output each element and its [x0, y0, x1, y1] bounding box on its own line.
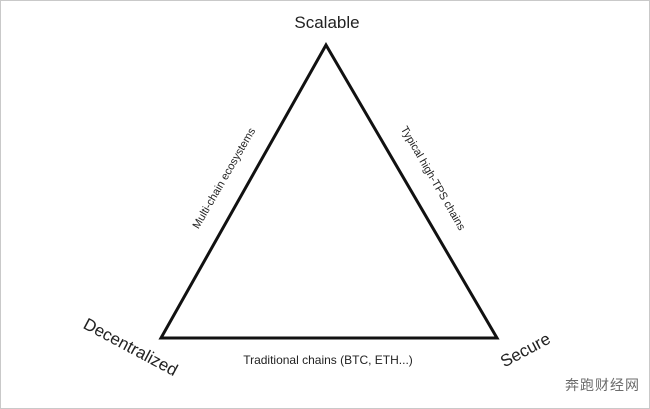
- edge-label-high-tps: Typical high-TPS chains: [398, 124, 468, 233]
- watermark-text: 奔跑财经网: [565, 378, 640, 394]
- vertex-label-decentralized: Decentralized: [80, 314, 181, 380]
- edge-label-multi-chain: Multi-chain ecosystems: [191, 126, 259, 231]
- vertex-label-scalable: Scalable: [294, 13, 359, 32]
- edge-label-traditional: Traditional chains (BTC, ETH...): [243, 353, 413, 367]
- trilemma-triangle: [158, 41, 500, 340]
- vertex-label-secure: Secure: [497, 329, 553, 371]
